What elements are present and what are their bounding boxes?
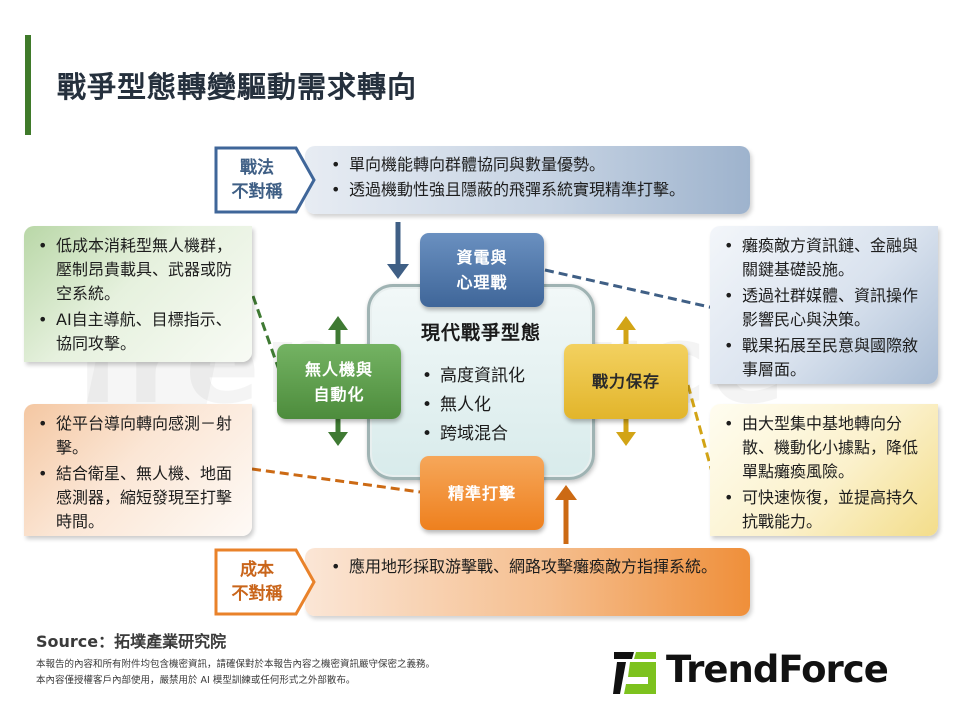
arrow-down-icon [387,264,409,279]
disclaimer: 本報告的內容和所有附件均包含機密資訊，請確保對於本報告內容之機密資訊嚴守保密之義… [36,657,435,689]
cost-asymmetry-band: 應用地形採取游擊戰、網路攻擊癱瘓敵方指揮系統。 [305,548,750,616]
drone-detail-panel: 低成本消耗型無人機群，壓制昂貴載具、武器或防空系統。 AI自主導航、目標指示、協… [24,226,252,362]
node-force-preservation: 戰力保存 [564,344,688,419]
node-drone-automation: 無人機與 自動化 [277,344,401,419]
tactics-asymmetry-label: 戰法 不對稱 [214,146,318,214]
list-item: 無人化 [420,391,525,420]
list-item: 從平台導向轉向感測－射擊。 [36,412,244,460]
list-item: 透過社群媒體、資訊操作影響民心與決策。 [722,284,930,332]
node-label: 心理戰 [456,273,508,292]
node-precision-strike: 精準打擊 [420,456,544,530]
node-label: 戰力保存 [591,372,660,391]
trendforce-logo-icon [613,652,656,694]
list-item: 戰果拓展至民意與國際敘事層面。 [722,334,930,382]
node-label: 資電與 [456,248,508,267]
chevron-label-shape [214,146,316,214]
trendforce-logo: TrendForce [612,648,932,698]
cost-asymmetry-label: 成本 不對稱 [214,548,318,616]
list-item: 由大型集中基地轉向分散、機動化小據點，降低單點癱瘓風險。 [722,412,930,484]
list-item: 透過機動性強且隱蔽的飛彈系統實現精準打擊。 [329,177,750,202]
page-title: 戰爭型態轉變驅動需求轉向 [57,70,418,104]
list-item: 低成本消耗型無人機群，壓制昂貴載具、武器或防空系統。 [36,234,244,306]
center-title: 現代戰爭型態 [420,322,541,344]
list-item: 單向機能轉向群體協同與數量優勢。 [329,152,750,177]
list-item: 高度資訊化 [420,362,525,391]
node-label: 自動化 [313,384,365,404]
info-psy-detail-panel: 癱瘓敵方資訊鏈、金融與關鍵基礎設施。 透過社群媒體、資訊操作影響民心與決策。 戰… [710,226,938,384]
title-accent-bar [25,35,31,135]
chevron-label-shape [214,548,316,616]
tactics-asymmetry-band: 單向機能轉向群體協同與數量優勢。 透過機動性強且隱蔽的飛彈系統實現精準打擊。 [305,146,750,214]
node-label: 精準打擊 [447,483,516,503]
preserve-detail-panel: 由大型集中基地轉向分散、機動化小據點，降低單點癱瘓風險。 可快速恢復，並提高持久… [710,404,938,536]
node-label: 無人機與 [304,359,373,379]
list-item: 可快速恢復，並提高持久抗戰能力。 [722,486,930,534]
logo-wordmark: TrendForce [666,648,889,691]
list-item: AI自主導航、目標指示、協同攻擊。 [36,308,244,356]
label-line: 不對稱 [231,182,283,202]
list-item: 應用地形採取游擊戰、網路攻擊癱瘓敵方指揮系統。 [329,554,729,579]
arrow-up-icon [555,485,577,500]
disclaimer-line: 本內容僅授權客戶內部使用，嚴禁用於 AI 模型訓練或任何形式之外部散布。 [36,675,356,686]
label-line: 不對稱 [231,584,283,604]
list-item: 結合衛星、無人機、地面感測器，縮短發現至打擊時間。 [36,462,244,534]
center-list: 高度資訊化 無人化 跨域混合 [420,362,525,449]
disclaimer-line: 本報告的內容和所有附件均包含機密資訊，請確保對於本報告內容之機密資訊嚴守保密之義… [36,659,436,670]
strike-detail-panel: 從平台導向轉向感測－射擊。 結合衛星、無人機、地面感測器，縮短發現至打擊時間。 [24,404,252,536]
source-label: Source：拓墣產業研究院 [36,632,227,651]
list-item: 跨域混合 [420,420,525,449]
node-info-psy-warfare: 資電與 心理戰 [420,233,544,307]
label-line: 戰法 [240,158,274,178]
list-item: 癱瘓敵方資訊鏈、金融與關鍵基礎設施。 [722,234,930,282]
label-line: 成本 [240,560,274,580]
